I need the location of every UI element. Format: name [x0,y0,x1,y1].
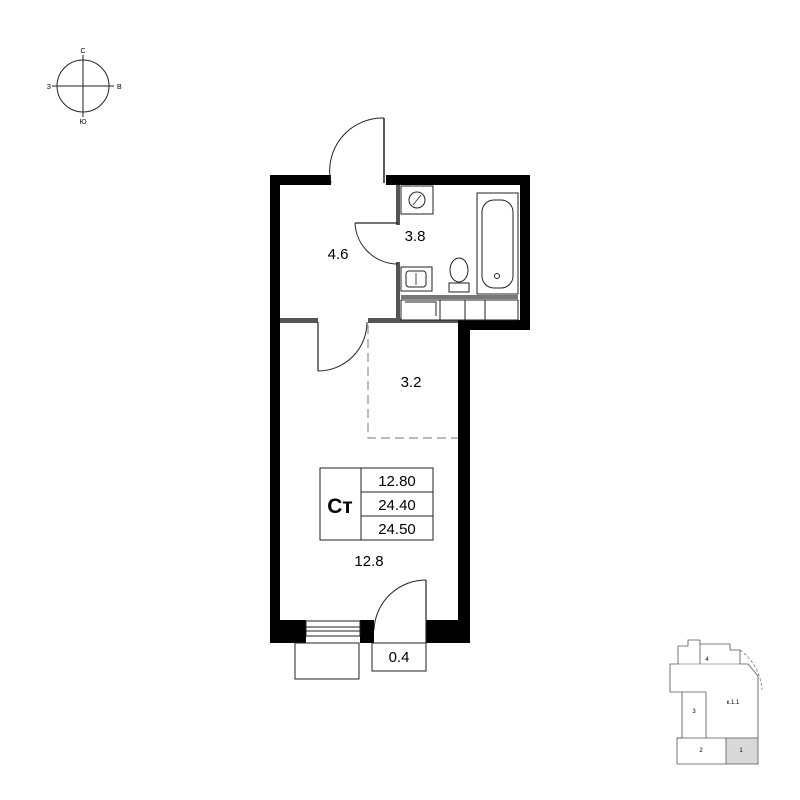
key-plan-section-1: 1 [739,748,743,754]
compass-west-label: З [47,84,51,91]
apartment-type: Ст [327,495,352,518]
total-area-with-balcony-value: 24.50 [378,521,416,538]
washing-machine [400,185,434,215]
living-door [317,321,368,372]
room-area-living: 12.8 [354,553,383,570]
bathroom-door [354,222,399,265]
wall-north-right [386,175,530,185]
key-plan-building-label: к.1.1 [727,700,740,706]
key-plan-highlighted-section [726,738,758,764]
bathroom-door-swing [354,222,399,265]
living-area-value: 12.80 [378,473,416,490]
key-plan: 4 3 2 1 к.1.1 [669,639,763,765]
compass-north-label: С [80,48,85,55]
sink-bowl [405,270,427,288]
bathtub [476,192,519,295]
room-area-balcony: 0.4 [389,649,410,666]
exterior-walls [270,175,530,643]
sink [400,266,433,292]
summary-box [319,467,434,541]
key-plan-section-2: 2 [699,748,703,754]
window-frame [305,620,361,637]
room-area-kitchen: 3.2 [401,374,422,391]
compass-east-label: В [117,84,122,91]
compass-south-label: Ю [79,119,86,126]
partition-bath-lower [396,262,400,320]
key-plan-section-3: 3 [692,709,696,715]
room-area-bathroom: 3.8 [405,228,426,245]
entrance-door-swing [329,117,385,184]
balcony [371,579,427,672]
kitchen-zone-outline [367,325,458,439]
utility-shaft [400,299,519,321]
balcony-door-swing [373,579,427,631]
bathtub-basin [481,199,514,289]
wall-south-left [270,620,306,643]
living-door-swing [317,321,368,372]
room-area-hall: 4.6 [328,246,349,263]
window [294,620,361,680]
shaft-wall-top [401,295,518,299]
wall-bath-south [458,320,530,330]
key-plan-section-4: 4 [705,657,709,663]
partition-hall-left [280,318,318,323]
wall-north-left [270,175,331,185]
wall-south-right [426,620,470,643]
toilet-bowl [449,257,469,283]
compass: С Ю З В [47,48,122,126]
washing-machine-drum-icon [408,191,426,209]
balcony-outline [371,642,427,672]
room-labels: 4.6 3.8 3.2 12.8 0.4 [328,228,426,666]
wall-bath-east [520,175,530,330]
total-area-value: 24.40 [378,497,416,514]
bathroom-fixtures [400,185,519,321]
area-summary-table: Ст 12.80 24.40 24.50 [319,467,434,541]
kitchen-zone [367,325,458,439]
key-plan-building-outline [669,639,759,765]
wall-east [458,320,470,643]
wall-west [270,175,280,643]
bathtub-drain-icon [494,273,500,279]
entrance-door [329,117,385,184]
window-sill-box [294,642,360,680]
partition-bath-upper [396,185,400,225]
wall-south-mid [360,620,374,643]
toilet-tank [448,282,470,293]
